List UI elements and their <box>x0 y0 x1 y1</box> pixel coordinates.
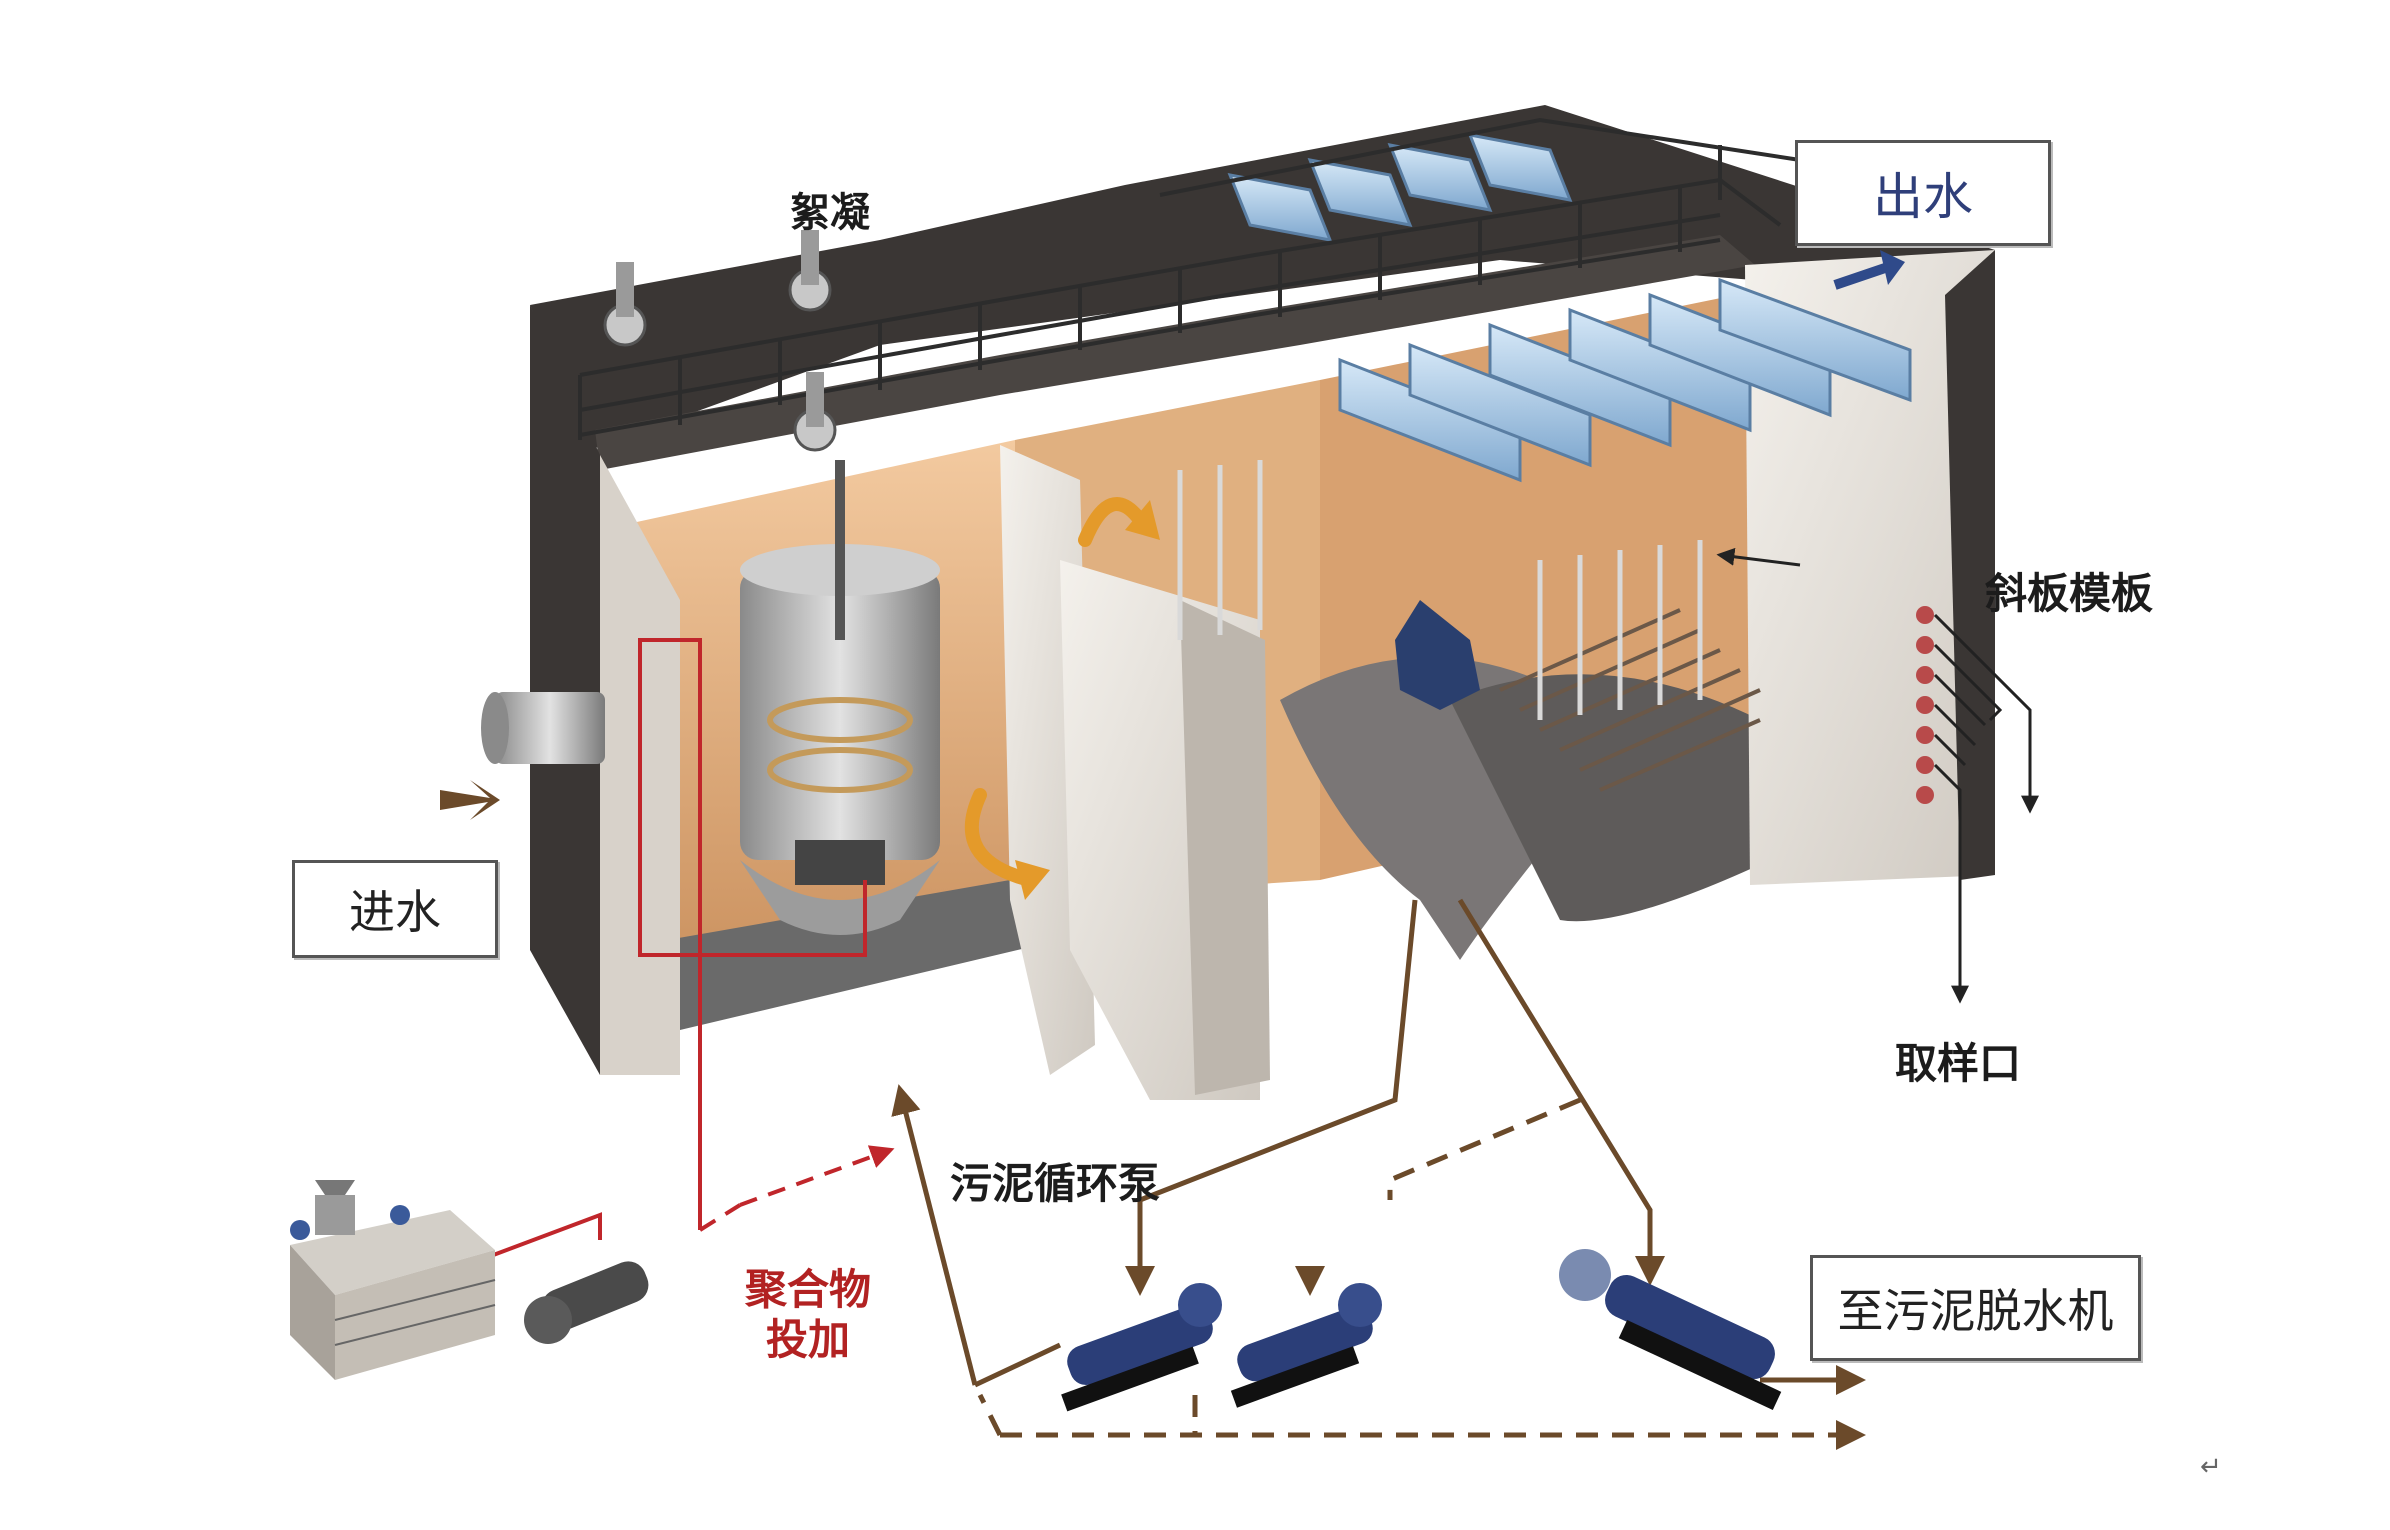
coagulation-label: 絮凝 <box>790 190 870 236</box>
sludge-recirc-pump-2 <box>1230 1283 1382 1408</box>
inlet-text: 进水 <box>349 885 441 939</box>
flow-arrow-head-1 <box>1125 500 1160 540</box>
inlet-pipe <box>481 692 605 764</box>
walkway <box>595 235 1755 470</box>
polymer-dosing-label: 聚合物 投加 <box>745 1265 871 1366</box>
outlet-text: 出水 <box>1873 168 1973 226</box>
hopper-right <box>1450 674 1770 922</box>
sludge-transfer-pump <box>1559 1249 1782 1410</box>
outlet-arrow <box>1833 250 1905 290</box>
sampling-valves <box>1916 606 1934 804</box>
sludge-recirc-pump-1 <box>1061 1283 1222 1412</box>
scraper-rods <box>1177 460 1703 720</box>
outlet-label: 出水 <box>1795 140 2051 246</box>
sludge-flow-lines <box>891 898 1866 1450</box>
right-outer-wall <box>1745 250 1995 885</box>
inlet-arrow <box>440 780 500 820</box>
return-mark: ↵ <box>2200 1452 2222 1482</box>
sampling-port-label: 取样口 <box>1895 1039 2022 1088</box>
flocculation-mixer <box>740 460 940 935</box>
polymer-dosing-tank <box>290 1180 496 1380</box>
railing <box>578 117 1802 440</box>
agitator-motors <box>603 230 837 452</box>
polymer-dosing-line2: 投加 <box>766 1315 851 1365</box>
polymer-dosing-line1: 聚合物 <box>745 1265 872 1314</box>
dosing-pump <box>524 1261 649 1344</box>
polymer-dosing-line <box>479 638 895 1262</box>
inlet-label: 进水 <box>292 860 498 958</box>
left-outer-wall <box>530 305 600 1075</box>
inclined-plate-label: 斜板模板 <box>1985 569 2154 618</box>
to-dewatering-text: 至污泥脱水机 <box>1837 1284 2114 1338</box>
divider-wall-3 <box>1180 600 1270 1095</box>
to-dewatering-label: 至污泥脱水机 <box>1810 1255 2141 1361</box>
sampling-lines <box>1716 547 2039 1004</box>
flow-arrow-head-2 <box>1015 860 1050 900</box>
flow-arrows-orange <box>964 497 1147 887</box>
inclined-slats <box>1499 608 1761 792</box>
inclined-plate-modules <box>1227 133 1912 483</box>
tank-top-deck <box>530 105 1995 450</box>
sludge-recirc-pump-label: 污泥循环泵 <box>950 1159 1161 1208</box>
scraper-drive <box>1395 600 1480 710</box>
